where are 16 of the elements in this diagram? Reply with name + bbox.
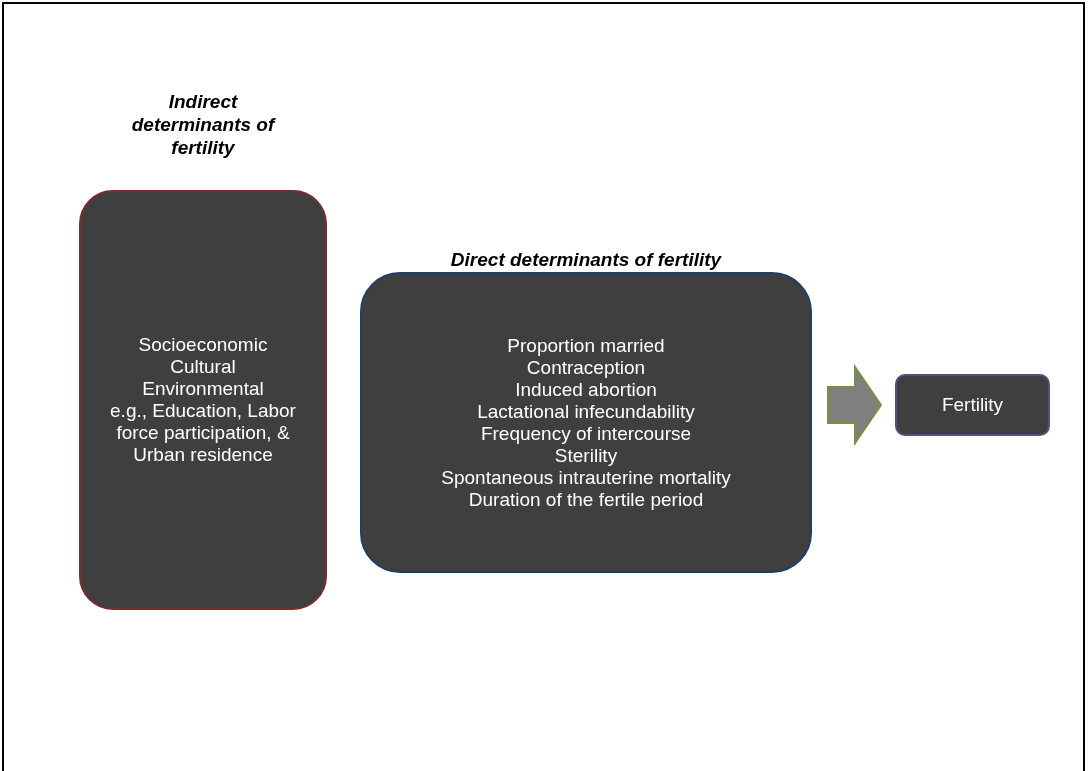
box-text: Fertility — [941, 394, 1004, 416]
box-text: e.g., Education, Labor force participation, & Urban residence — [109, 400, 297, 466]
heading: Indirect determinants of fertility — [130, 90, 277, 159]
box-text: Environmental — [142, 378, 264, 400]
box-text: Contraception — [526, 356, 646, 379]
box-text: Frequency of intercourse — [480, 422, 692, 445]
box-text: Proportion married — [507, 334, 665, 357]
heading: Direct determinants of fertility — [449, 248, 723, 271]
box-text: Cultural — [170, 356, 236, 378]
box-text: Duration of the fertile period — [468, 488, 704, 511]
box-text: Induced abortion — [515, 378, 657, 401]
box-text: Spontaneous intrauterine mortality — [441, 466, 731, 489]
box-text: Socioeconomic — [138, 334, 268, 356]
box-text: Sterility — [554, 444, 618, 467]
box-text: Lactational infecundability — [477, 400, 695, 423]
block-arrow — [827, 363, 883, 447]
